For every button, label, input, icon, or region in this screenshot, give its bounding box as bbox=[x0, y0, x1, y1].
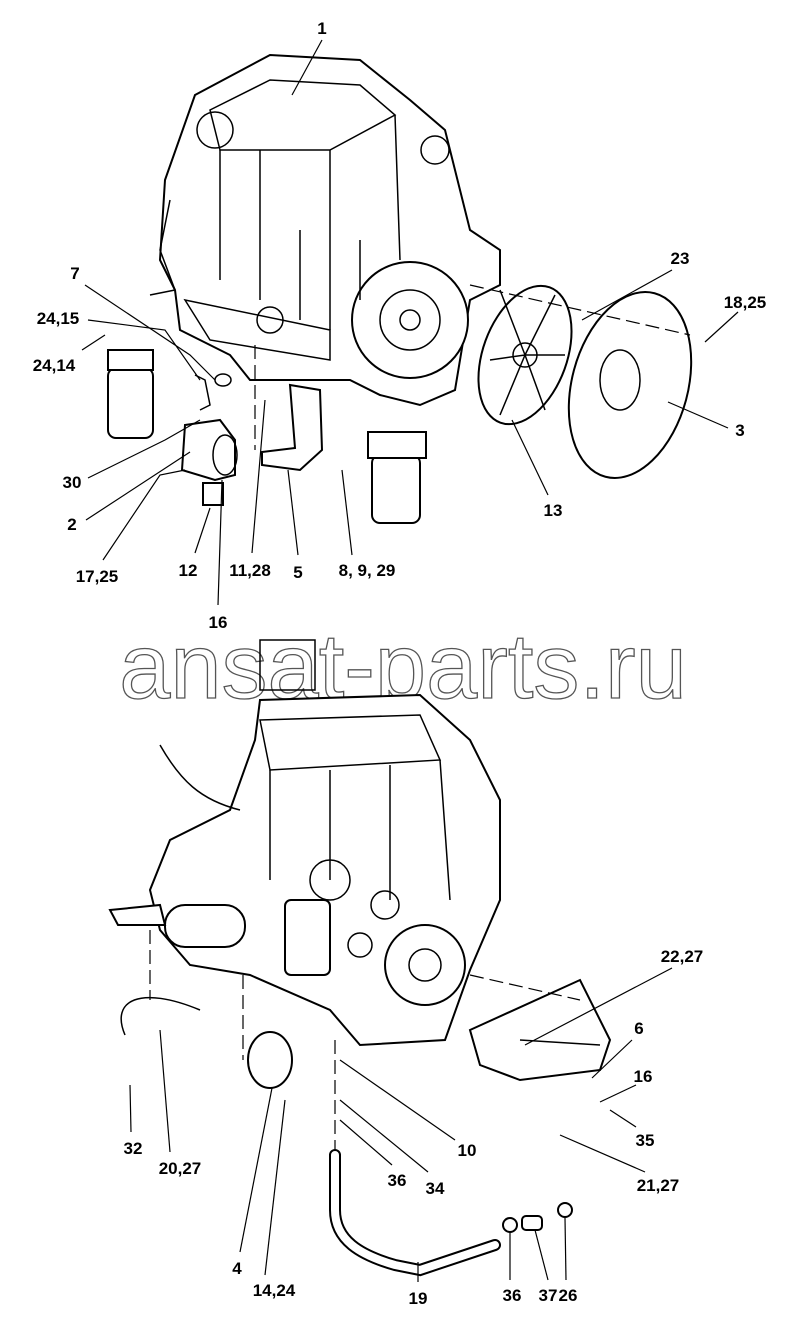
callout: 17,25 bbox=[76, 567, 119, 586]
bottom-callouts: 22,27 6 16 35 10 32 20,27 36 34 21,27 4 … bbox=[124, 947, 704, 1308]
leader-lines bbox=[81, 39, 739, 1282]
callout: 16 bbox=[209, 613, 228, 632]
callout: 19 bbox=[409, 1289, 428, 1308]
top-engine-assembly bbox=[149, 53, 501, 407]
callout: 22,27 bbox=[661, 947, 704, 966]
callout: 20,27 bbox=[159, 1159, 202, 1178]
callout: 34 bbox=[426, 1179, 445, 1198]
adapter-plate-3 bbox=[567, 291, 693, 479]
callout: 8, 9, 29 bbox=[339, 561, 396, 580]
callout: 7 bbox=[70, 264, 79, 283]
callout: 32 bbox=[124, 1139, 143, 1158]
flexplate-13 bbox=[477, 284, 573, 426]
callout: 18,25 bbox=[724, 293, 767, 312]
callout: 36 bbox=[503, 1286, 522, 1305]
callout: 10 bbox=[458, 1141, 477, 1160]
hose-32 bbox=[120, 996, 201, 1036]
callout: 14,24 bbox=[253, 1281, 296, 1300]
callout: 11,28 bbox=[229, 561, 271, 580]
tube-19 bbox=[329, 1149, 573, 1277]
callout: 12 bbox=[179, 561, 198, 580]
top-callouts: 1 7 24,15 24,14 23 18,25 3 30 2 13 17,25… bbox=[33, 19, 767, 632]
callout: 16 bbox=[634, 1067, 653, 1086]
bracket-5 bbox=[261, 383, 324, 472]
bottom-dashed-lines bbox=[149, 930, 581, 1150]
callout: 23 bbox=[671, 249, 690, 268]
bracket-6 bbox=[468, 978, 612, 1082]
callout: 1 bbox=[317, 19, 326, 38]
callout: 24,15 bbox=[37, 309, 80, 328]
callout: 24,14 bbox=[33, 356, 76, 375]
callout: 30 bbox=[63, 473, 82, 492]
callout: 3 bbox=[735, 421, 744, 440]
callout: 35 bbox=[636, 1131, 655, 1150]
top-dashed-lines bbox=[254, 284, 691, 450]
callout: 26 bbox=[559, 1286, 578, 1305]
callout: 5 bbox=[293, 563, 302, 582]
fitting-4 bbox=[247, 1031, 293, 1089]
callout: 37 bbox=[539, 1286, 558, 1305]
fuel-filter-bottom bbox=[367, 431, 427, 524]
callout: 13 bbox=[544, 501, 563, 520]
callout: 4 bbox=[232, 1259, 242, 1278]
callout: 36 bbox=[388, 1171, 407, 1190]
callout: 2 bbox=[67, 515, 76, 534]
bottom-engine-assembly bbox=[108, 639, 501, 1047]
fuel-filter-top bbox=[107, 349, 154, 439]
callout: 6 bbox=[634, 1019, 643, 1038]
fuel-pump-2 bbox=[180, 373, 238, 506]
callout: 21,27 bbox=[637, 1176, 680, 1195]
